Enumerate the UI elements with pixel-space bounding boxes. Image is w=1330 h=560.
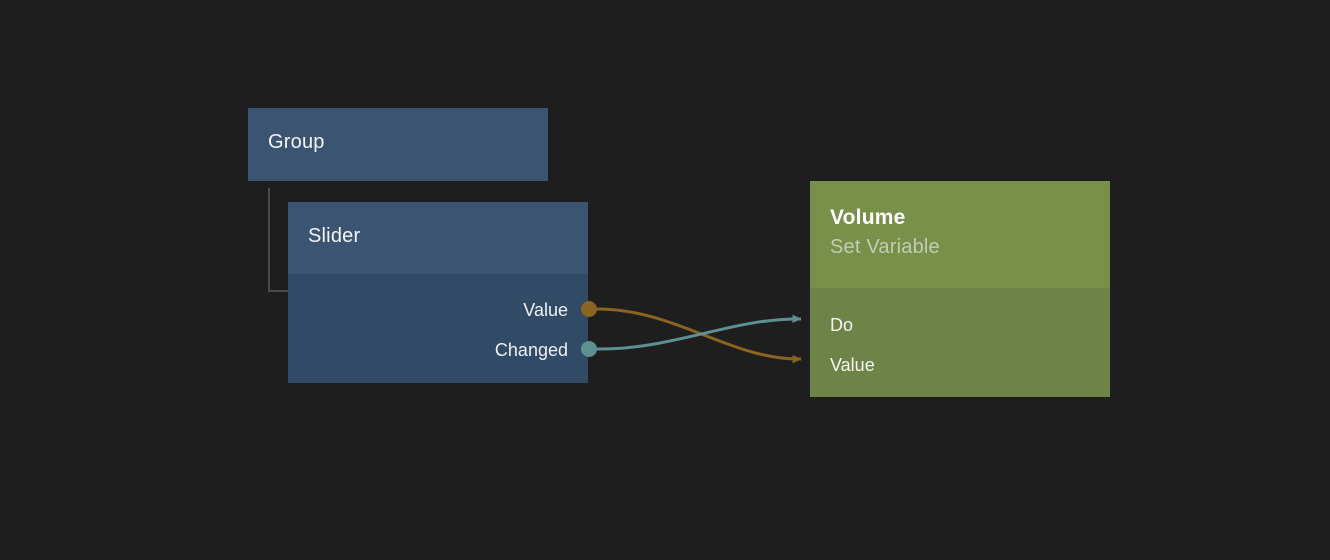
slider-node-header[interactable]: Slider (288, 202, 588, 274)
slider-output-label-value: Value (523, 299, 568, 320)
group-child-bracket (268, 188, 290, 292)
volume-input-label-value: Value (830, 354, 875, 375)
volume-node-body: Do Value (810, 288, 1110, 397)
slider-output-port-changed[interactable] (581, 341, 597, 357)
slider-node-title: Slider (308, 225, 361, 247)
slider-output-label-changed: Changed (494, 339, 568, 360)
wire-slider-value-to-volume-value (594, 307, 802, 364)
group-node[interactable]: Group (248, 108, 548, 181)
volume-input-row-do[interactable]: Do (810, 314, 853, 336)
volume-input-row-value[interactable]: Value (810, 354, 875, 376)
wire-slider-changed-to-volume-do (594, 314, 802, 351)
group-node-header[interactable]: Group (248, 108, 548, 181)
slider-node[interactable]: Slider Value Changed (288, 202, 597, 383)
slider-output-port-value[interactable] (581, 301, 597, 317)
slider-node-body: Value Changed (288, 274, 588, 383)
slider-output-row-changed[interactable]: Changed (495, 339, 568, 361)
volume-node-title: Volume (830, 206, 906, 229)
slider-output-row-value[interactable]: Value (523, 299, 568, 321)
volume-node-subtitle: Set Variable (830, 236, 940, 258)
volume-set-variable-node[interactable]: Volume Set Variable Do Value (810, 181, 1110, 397)
volume-input-label-do: Do (830, 314, 854, 335)
group-node-title: Group (268, 131, 325, 153)
volume-node-header[interactable]: Volume Set Variable (810, 181, 1110, 288)
